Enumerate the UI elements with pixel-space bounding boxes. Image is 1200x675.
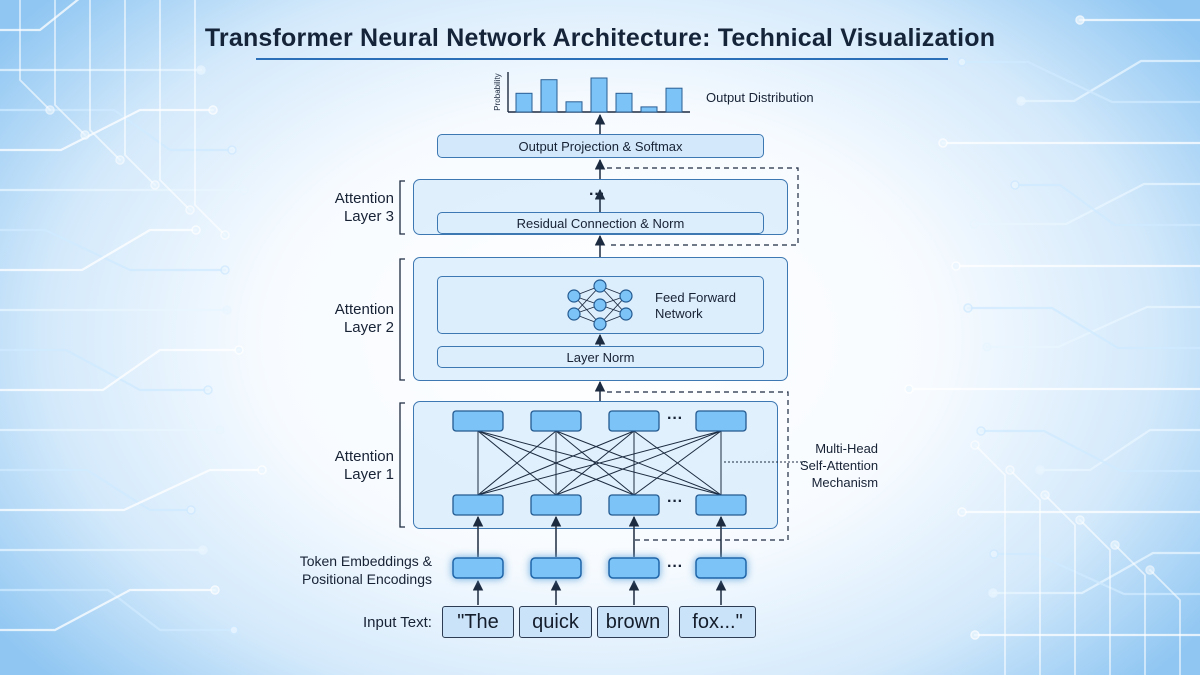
input-token-quick: quick	[519, 606, 592, 638]
attention-key-node	[452, 494, 504, 516]
input-token-the: "The	[442, 606, 514, 638]
residual-paths	[607, 167, 799, 541]
multi-head-self-attention-label: Multi-Head Self-Attention Mechanism	[800, 441, 879, 490]
residual-path-lower	[607, 391, 789, 541]
attention-layer-3-label: Attention Layer 3	[334, 190, 394, 225]
token-embeddings-label: Token Embeddings & Positional Encodings	[299, 553, 432, 587]
network-node	[567, 289, 581, 303]
network-node	[593, 317, 607, 331]
network-node	[567, 307, 581, 321]
histogram-bar	[565, 101, 583, 113]
input-token-fox: fox..."	[679, 606, 756, 638]
input-token-brown: brown	[597, 606, 669, 638]
title-underline	[256, 58, 948, 60]
layer-brackets	[399, 180, 405, 528]
attention-query-node	[608, 410, 660, 432]
attention-layer-1-label: Attention Layer 1	[334, 448, 394, 483]
input-text-label: Input Text:	[363, 614, 432, 631]
attention-layer-2-label: Attention Layer 2	[334, 301, 394, 336]
histogram-bar	[665, 87, 683, 113]
output-projection-label: Output Projection & Softmax	[518, 138, 683, 154]
residual-connection-label: Residual Connection & Norm	[516, 215, 685, 231]
histogram-bar	[540, 79, 558, 113]
embeddings-ellipsis: ···	[667, 558, 683, 575]
attention-key-node	[530, 494, 582, 516]
layer-2-bracket	[399, 258, 405, 381]
attention-query-node	[530, 410, 582, 432]
feed-forward-network-label: Feed Forward Network	[655, 290, 736, 321]
histogram-bar	[615, 92, 633, 113]
output-distribution-label: Output Distribution	[706, 90, 814, 105]
layer-1-bracket	[399, 402, 405, 528]
network-node	[593, 279, 607, 293]
residual-connection-norm-block: Residual Connection & Norm	[437, 212, 764, 234]
histogram-bar	[640, 106, 658, 113]
embedding-node	[695, 557, 747, 579]
layer-norm-label: Layer Norm	[566, 349, 635, 365]
attention-key-node	[695, 494, 747, 516]
layer-3-bracket	[399, 180, 405, 235]
attention-query-node	[695, 410, 747, 432]
attention-query-node	[452, 410, 504, 432]
attention-top-ellipsis: ···	[667, 410, 683, 427]
network-node	[619, 307, 633, 321]
embedding-node	[530, 557, 582, 579]
histogram-axis-label: Probability	[493, 73, 502, 110]
network-node	[593, 298, 607, 312]
attention-bottom-ellipsis: ···	[667, 493, 683, 510]
histogram-bar	[515, 92, 533, 113]
page-title: Transformer Neural Network Architecture:…	[204, 24, 996, 52]
output-histogram: Probability	[493, 72, 690, 113]
embedding-row	[452, 557, 747, 579]
embedding-node	[608, 557, 660, 579]
layer-norm-block: Layer Norm	[437, 346, 764, 368]
network-node	[619, 289, 633, 303]
histogram-bar	[590, 77, 608, 113]
attention-grid	[452, 410, 747, 605]
residual-path-upper	[607, 167, 799, 246]
output-projection-block: Output Projection & Softmax	[437, 134, 764, 158]
embedding-node	[452, 557, 504, 579]
attention-key-node	[608, 494, 660, 516]
neural-network-icon	[567, 279, 633, 331]
